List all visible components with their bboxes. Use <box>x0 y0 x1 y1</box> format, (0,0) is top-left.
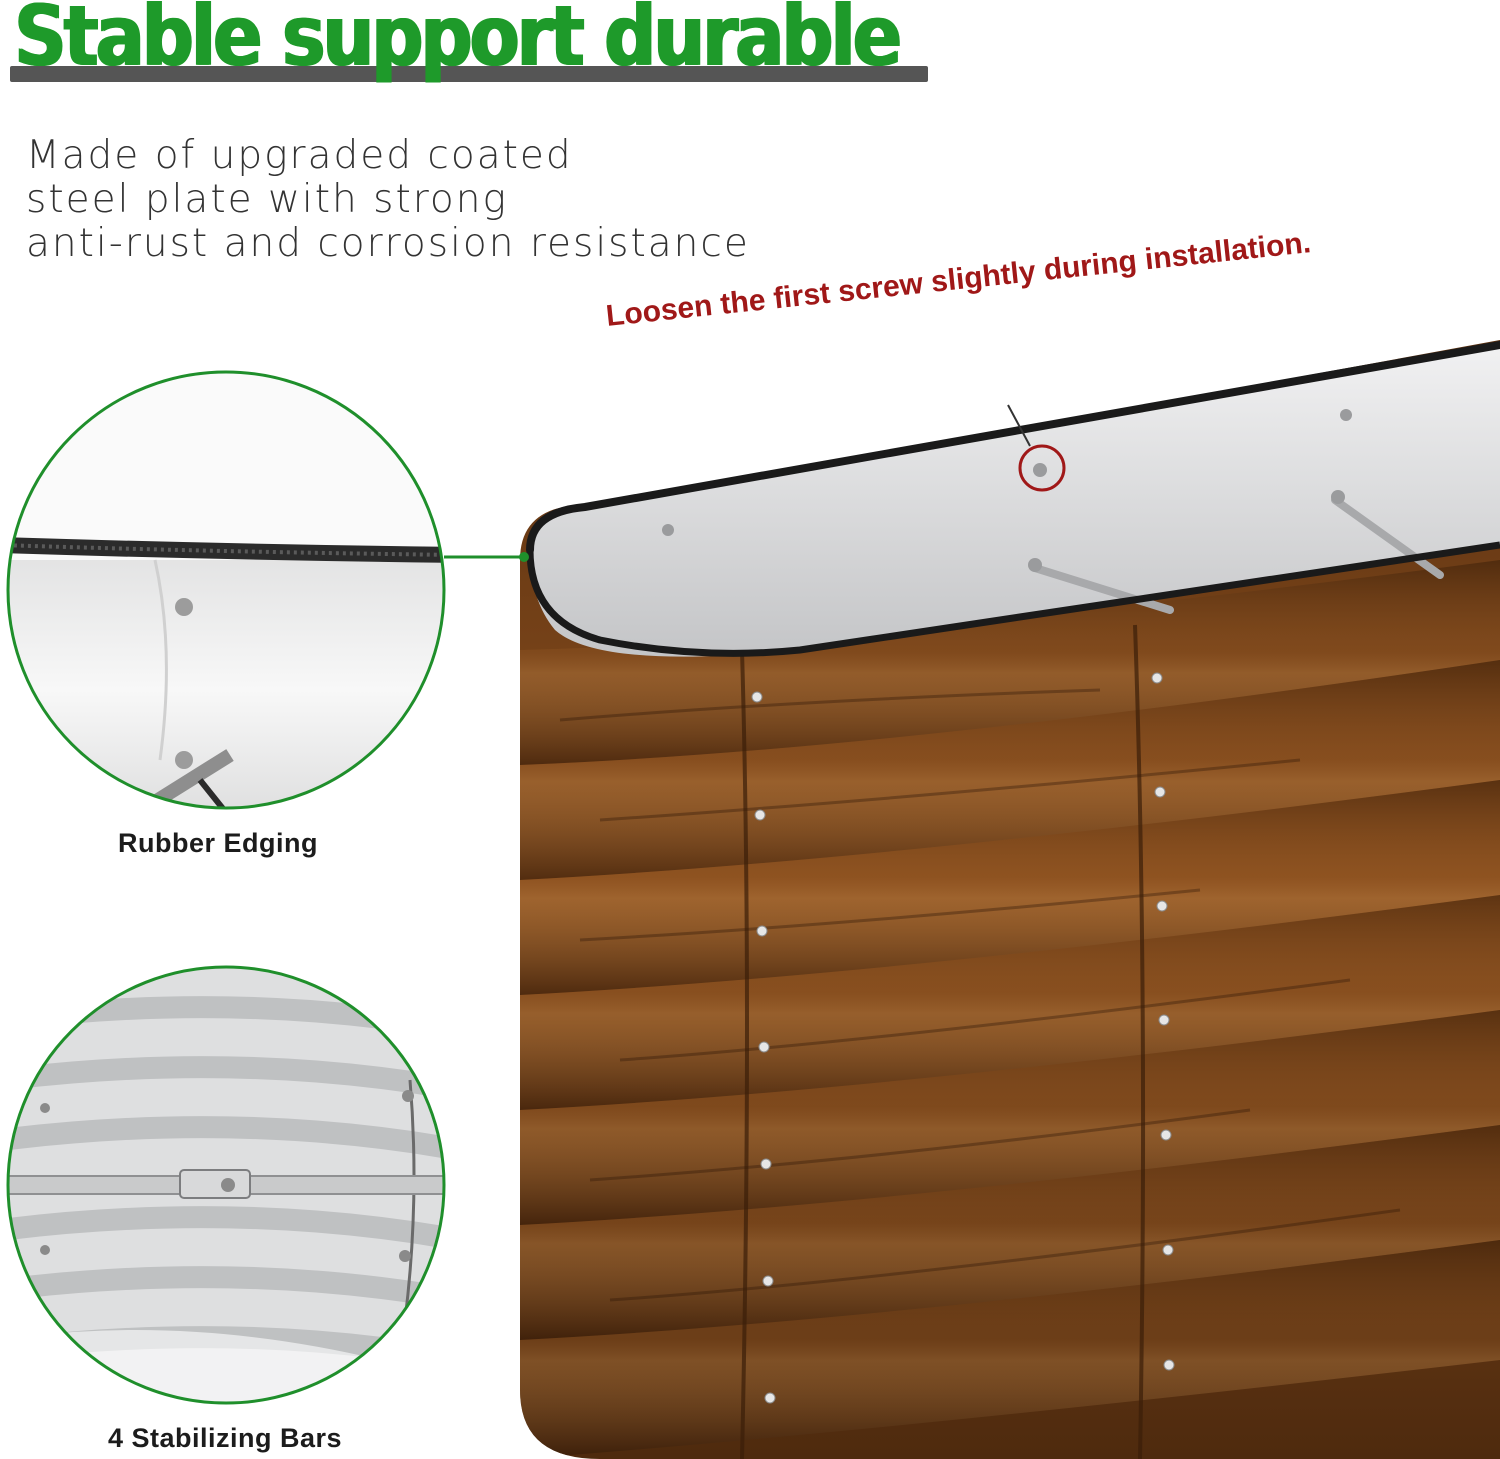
product-description: Made of upgraded coated steel plate with… <box>26 134 826 266</box>
rubber-edging <box>526 341 1500 554</box>
stabilizing-bars-detail <box>6 965 446 1405</box>
rubber-edging-caption: Rubber Edging <box>118 828 318 858</box>
headline-underline <box>10 66 928 82</box>
rubber-edging-detail <box>6 370 446 810</box>
description-line: anti-rust and corrosion resistance <box>26 221 750 266</box>
screws <box>751 672 1175 1404</box>
stabilizing-bars-caption: 4 Stabilizing Bars <box>108 1423 343 1453</box>
description-line: steel plate with strong <box>26 177 508 222</box>
raised-garden-bed <box>520 340 1500 1459</box>
description-line: Made of upgraded coated <box>26 133 573 178</box>
screw-callout-marker <box>1007 404 1066 492</box>
headline-block: Stable support durable <box>10 0 930 88</box>
corrugated-ribs <box>520 560 1500 1459</box>
detail-connector <box>444 552 529 562</box>
headline: Stable support durable <box>14 0 902 85</box>
